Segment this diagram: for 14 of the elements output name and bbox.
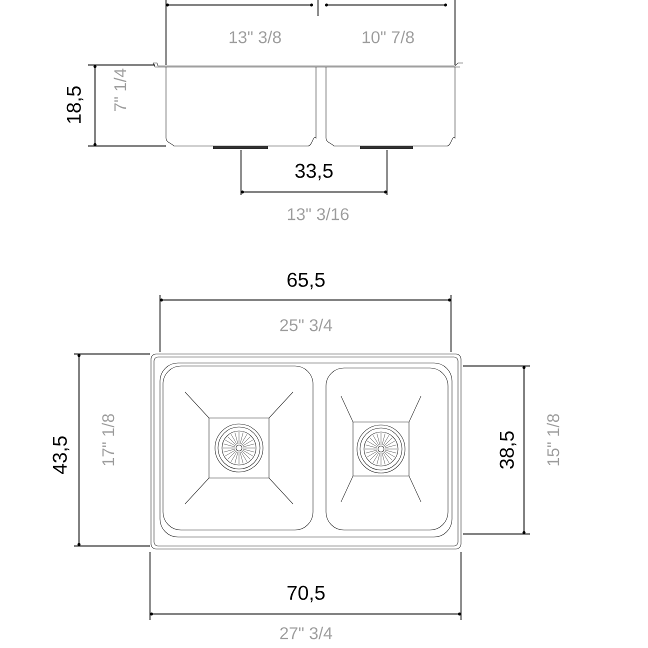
dimension-label: 33,5 — [295, 164, 333, 180]
dimension-label: 10" 7/8 — [362, 30, 414, 44]
dimension-label: 15" 1/8 — [546, 414, 560, 466]
dimension-label: 7" 1/4 — [114, 68, 126, 112]
dimension-label: 27" 3/4 — [280, 626, 332, 640]
dimension-label: 70,5 — [288, 586, 325, 602]
dimension-label: 43,5 — [52, 436, 70, 474]
dimension-label: 18,5 — [66, 86, 84, 123]
dimension-label: 38,5 — [500, 431, 516, 469]
dimension-label: 13" 3/16 — [288, 208, 349, 220]
dimension-label: 25" 3/4 — [280, 318, 332, 332]
dimension-label: 17" 1/8 — [102, 414, 114, 466]
dimension-label: 13" 3/8 — [230, 30, 281, 44]
dimension-label: 65,5 — [288, 272, 325, 290]
